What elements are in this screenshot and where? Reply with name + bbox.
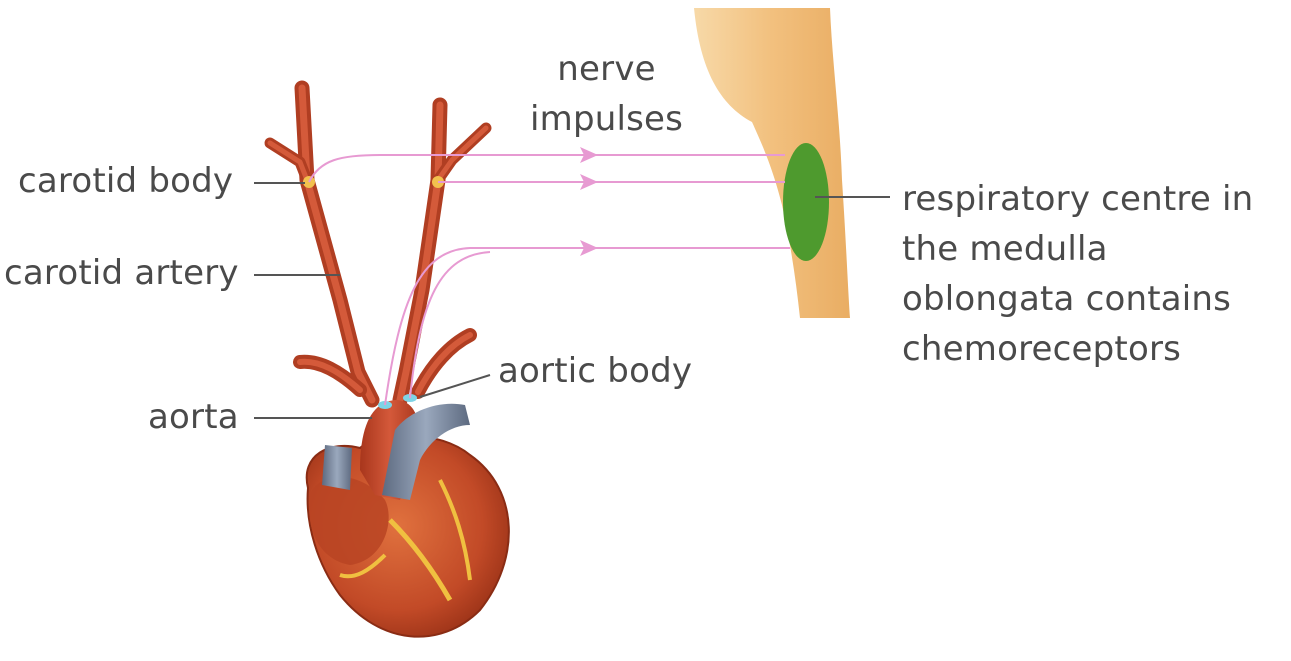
carotid-artery-label: carotid artery: [4, 253, 239, 293]
aorta-label: aorta: [148, 397, 239, 437]
nerve-paths: [308, 154, 790, 406]
carotid-body-label: carotid body: [18, 161, 234, 201]
respiratory-centre-line-2: the medulla: [902, 229, 1108, 269]
heart: [305, 400, 510, 638]
respiratory-centre-label: respiratory centre in the medulla oblong…: [902, 174, 1253, 374]
respiratory-centre: [783, 143, 829, 261]
nerve-arrowheads: [580, 147, 598, 256]
leader-lines: [254, 182, 890, 419]
nerve-impulses-label: nerve impulses: [530, 44, 683, 144]
nerve-impulses-line-2: impulses: [530, 99, 684, 139]
respiratory-centre-line-1: respiratory centre in: [902, 179, 1254, 219]
brainstem: [694, 8, 850, 318]
aortic-body-label: aortic body: [498, 351, 693, 391]
respiratory-centre-line-4: chemoreceptors: [902, 329, 1182, 369]
carotid-arteries: [264, 80, 492, 408]
respiratory-centre-line-3: oblongata contains: [902, 279, 1232, 319]
nerve-impulses-line-1: nerve: [557, 49, 656, 89]
